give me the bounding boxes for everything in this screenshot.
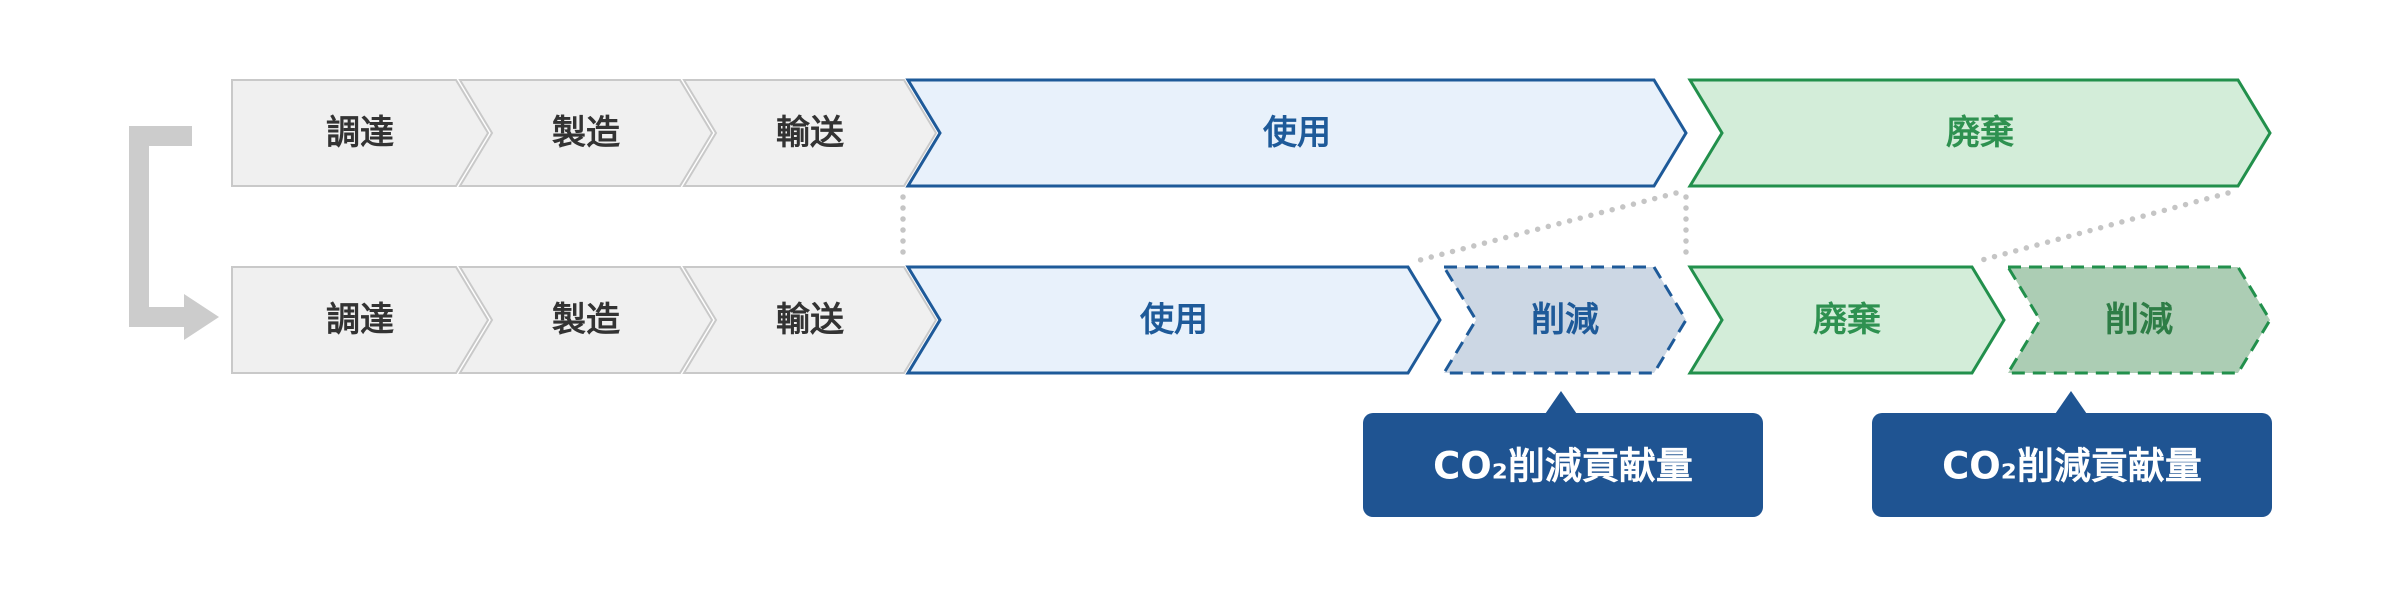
top-stage-manufacturing: [458, 79, 714, 187]
bottom-stage-use-reduction: [1441, 265, 1688, 375]
bottom-stage-manufacturing-label: 製造: [552, 300, 620, 340]
callout-label: CO₂削減貢献量: [1433, 445, 1693, 488]
callout-pointer-up-icon: [1543, 391, 1579, 417]
callout-co2-reduction-disposal: CO₂削減貢献量: [1872, 391, 2272, 517]
bottom-stage-disposal-label: 廃棄: [1813, 300, 1881, 340]
bottom-stage-manufacturing: [458, 266, 714, 374]
top-stage-disposal-label: 廃棄: [1946, 113, 2014, 153]
bottom-stage-transport-label: 輸送: [776, 300, 844, 340]
bottom-stage-use-reduction-label: 削減: [1531, 300, 1599, 340]
connector-disposal-reduction-diagonal: [1979, 190, 2231, 263]
bottom-stage-procurement-label: 調達: [326, 300, 394, 340]
top-stage-disposal: [1687, 78, 2272, 188]
top-stage-transport-label: 輸送: [776, 113, 844, 153]
callout-co2-reduction-use: CO₂削減貢献量: [1363, 391, 1763, 517]
top-stage-procurement-label: 調達: [326, 113, 394, 153]
bottom-stage-disposal: [1687, 265, 2006, 375]
top-stage-use: [905, 78, 1688, 188]
top-stage-manufacturing-label: 製造: [552, 113, 620, 153]
callout-pointer-up-icon: [2053, 391, 2089, 417]
bottom-stage-use: [905, 265, 1442, 375]
callout-box: [1363, 413, 1763, 517]
top-stage-use-label: 使用: [1262, 113, 1331, 153]
top-stage-transport: [682, 79, 938, 187]
bottom-stage-disposal-reduction-label: 削減: [2105, 300, 2173, 340]
callout-label: CO₂削減貢献量: [1942, 445, 2202, 488]
bottom-stage-procurement: [231, 266, 490, 374]
bottom-row: 調達 製造 輸送 使用 削減 廃棄 削減: [231, 265, 2272, 375]
bottom-stage-transport: [682, 266, 938, 374]
loop-back-arrow-icon: [129, 126, 219, 340]
bottom-stage-use-label: 使用: [1139, 300, 1208, 340]
connector-dotted-lines: [900, 190, 2231, 263]
connector-use-reduction-diagonal: [1417, 190, 1679, 263]
callout-box: [1872, 413, 2272, 517]
top-row: 調達 製造 輸送 使用 廃棄: [231, 78, 2272, 188]
top-stage-procurement: [231, 79, 490, 187]
bottom-stage-disposal-reduction: [2005, 265, 2272, 375]
